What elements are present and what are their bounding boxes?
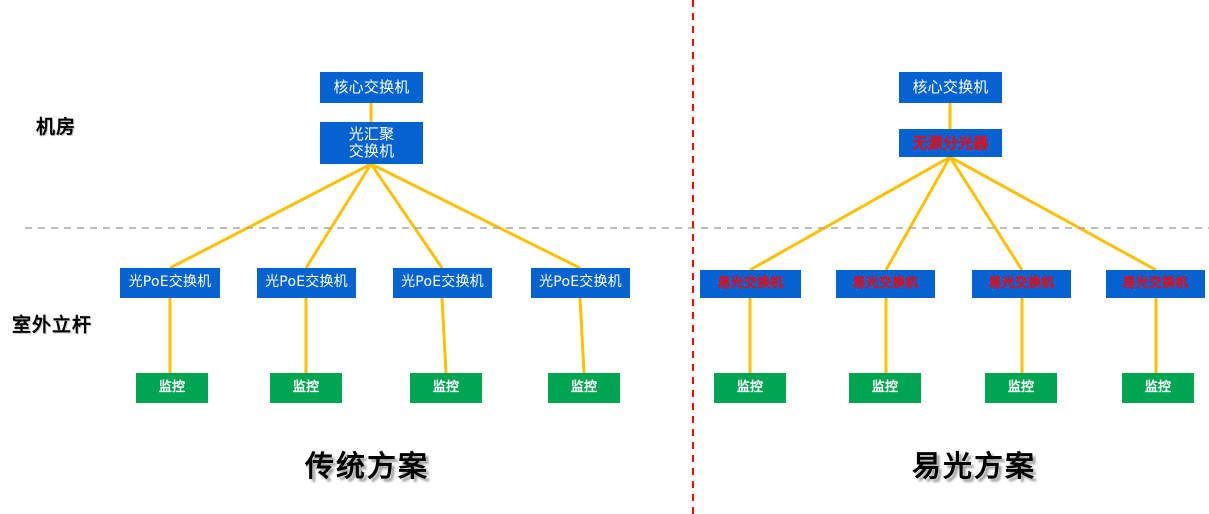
- traditional-access-switch-node-2[interactable]: 光PoE交换机: [257, 268, 356, 298]
- traditional-access-switch-node-3[interactable]: 光PoE交换机: [393, 268, 492, 298]
- traditional-access-switch-node-1-label: 光PoE交换机: [128, 274, 212, 291]
- traditional-aggregation-switch-node[interactable]: 光汇聚 交换机: [320, 122, 423, 164]
- link-splitter-to-access-2: [884, 156, 952, 271]
- zone-label-outdoor-pole: 室外立杆: [12, 314, 93, 336]
- traditional-camera-node-1[interactable]: 监控: [136, 373, 208, 403]
- yiguang-camera-node-4[interactable]: 监控: [1122, 373, 1194, 403]
- yiguang-access-switch-node-3[interactable]: 易光交换机: [972, 270, 1071, 298]
- traditional-access-switch-node-3-label: 光PoE交换机: [401, 274, 484, 291]
- yiguang-access-switch-node-1-label: 易光交换机: [717, 275, 784, 291]
- traditional-camera-node-3-label: 监控: [432, 379, 460, 395]
- link-splitter-to-access-1: [749, 155, 951, 272]
- yiguang-access-switch-node-2-label: 易光交换机: [852, 275, 919, 291]
- yiguang-access-switch-node-4-label: 易光交换机: [1122, 275, 1189, 291]
- traditional-aggregation-switch-node-label: 光汇聚 交换机: [348, 125, 395, 160]
- yiguang-core-switch-node-label: 核心交换机: [912, 78, 989, 97]
- link-aggregation-to-access-3: [369, 163, 444, 269]
- traditional-camera-node-2[interactable]: 监控: [270, 373, 342, 403]
- traditional-camera-node-3[interactable]: 监控: [410, 373, 482, 403]
- yiguang-access-switch-node-4[interactable]: 易光交换机: [1106, 270, 1205, 298]
- zone-label-machine-room: 机房: [36, 116, 77, 138]
- traditional-access-switch-node-4[interactable]: 光PoE交换机: [531, 268, 630, 298]
- yiguang-camera-node-1[interactable]: 监控: [714, 373, 786, 403]
- yiguang-camera-node-2[interactable]: 监控: [849, 373, 921, 403]
- yiguang-access-switch-node-2[interactable]: 易光交换机: [836, 270, 935, 298]
- scheme-title-yiguang: 易光方案: [912, 449, 1037, 483]
- traditional-camera-node-2-label: 监控: [292, 379, 320, 395]
- link-aggregation-to-access-2: [304, 163, 373, 269]
- yiguang-camera-node-4-label: 监控: [1144, 379, 1172, 395]
- link-access-3-to-camera-3: [440, 297, 448, 374]
- yiguang-access-switch-node-3-label: 易光交换机: [988, 275, 1055, 291]
- yiguang-optical-splitter-node-label: 无源分光器: [912, 133, 989, 152]
- traditional-access-switch-node-2-label: 光PoE交换机: [265, 274, 348, 291]
- link-aggregation-to-access-4: [370, 162, 581, 270]
- traditional-core-switch-node[interactable]: 核心交换机: [320, 72, 423, 103]
- yiguang-camera-node-2-label: 监控: [871, 379, 899, 395]
- link-splitter-to-access-3: [948, 156, 1024, 271]
- divider-lines: [25, 0, 1209, 514]
- link-splitter-to-access-4: [949, 155, 1157, 272]
- traditional-core-switch-node-label: 核心交换机: [333, 78, 410, 97]
- scheme-title-traditional: 传统方案: [305, 449, 430, 483]
- link-lines: [168, 103, 1158, 374]
- traditional-camera-node-4-label: 监控: [570, 379, 598, 395]
- link-access-4-to-camera-4: [578, 297, 586, 374]
- yiguang-optical-splitter-node[interactable]: 无源分光器: [899, 129, 1002, 157]
- yiguang-camera-node-3-label: 监控: [1007, 379, 1035, 395]
- traditional-camera-node-4[interactable]: 监控: [548, 373, 620, 403]
- traditional-camera-node-1-label: 监控: [158, 379, 186, 395]
- yiguang-camera-node-1-label: 监控: [736, 379, 764, 395]
- link-aggregation-to-access-1: [169, 162, 372, 270]
- yiguang-camera-node-3[interactable]: 监控: [985, 373, 1057, 403]
- yiguang-access-switch-node-1[interactable]: 易光交换机: [700, 270, 801, 298]
- traditional-access-switch-node-4-label: 光PoE交换机: [539, 274, 622, 291]
- traditional-access-switch-node-1[interactable]: 光PoE交换机: [120, 268, 220, 298]
- yiguang-core-switch-node[interactable]: 核心交换机: [899, 72, 1002, 103]
